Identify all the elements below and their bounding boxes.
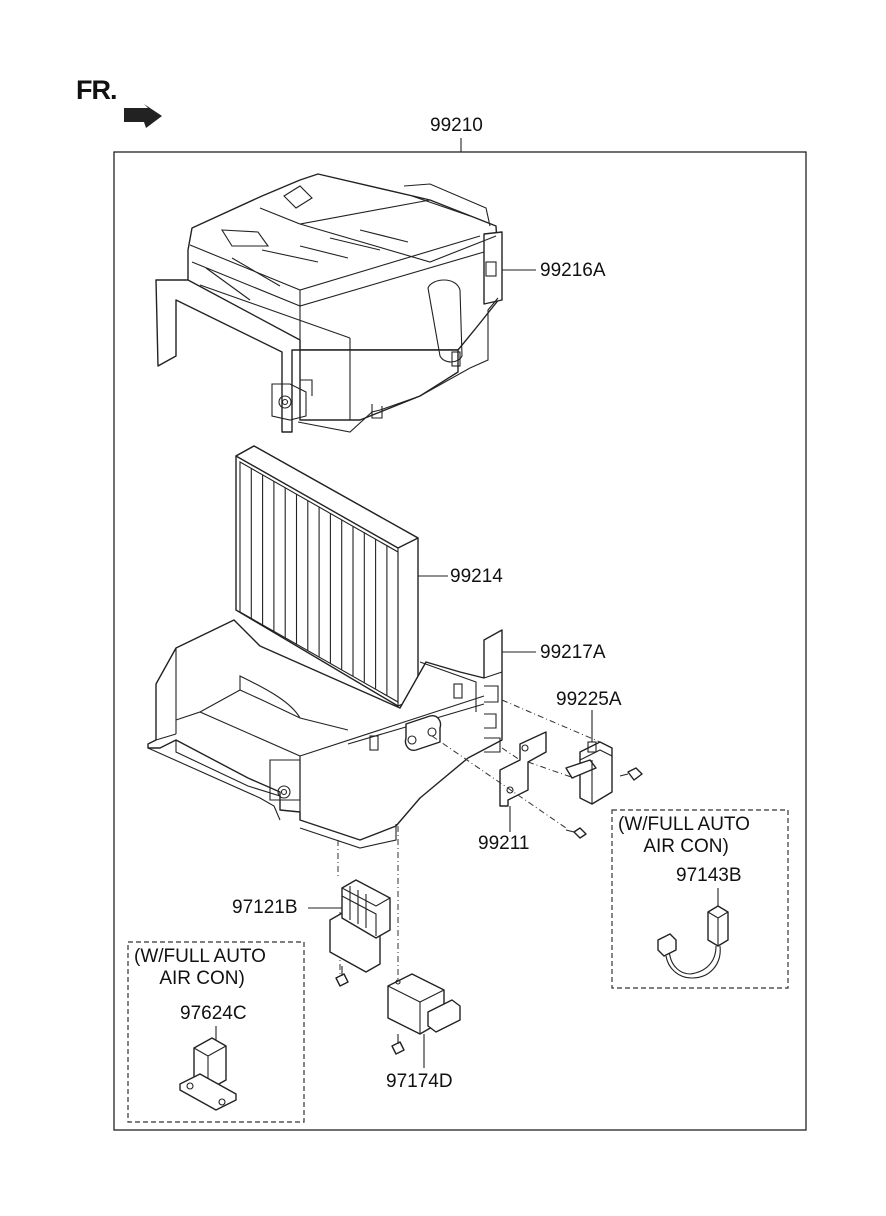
right-option-box <box>611 809 789 989</box>
left-option-box <box>127 941 305 1123</box>
left-option-note: (W/FULL AUTO AIR CON) <box>134 946 266 989</box>
sensor-part-number: 97143B <box>676 865 742 886</box>
front-arrow-icon <box>124 104 162 128</box>
filter-part-number: 99214 <box>450 566 503 587</box>
upper-case-drawing <box>155 173 503 433</box>
front-marker-label: FR. <box>76 75 117 105</box>
resistor-drawing <box>329 879 391 987</box>
lower-case-part-number: 99217A <box>540 642 606 663</box>
assembly-part-number: 99210 <box>430 115 483 136</box>
right-option-note: (W/FULL AUTO AIR CON) <box>618 814 750 857</box>
resistor-part-number: 97121B <box>232 897 298 918</box>
actuator-part-number: 99225A <box>556 689 622 710</box>
upper-case-part-number: 99216A <box>540 260 606 281</box>
filter-drawing <box>235 445 419 707</box>
power-transistor-drawing <box>179 1037 237 1111</box>
assembly-dashed-lines <box>337 699 601 988</box>
module-part-number: 97174D <box>386 1071 453 1092</box>
actuator-drawing <box>565 741 643 805</box>
assembly-frame <box>113 151 807 1131</box>
power-transistor-part-number: 97624C <box>180 1003 247 1024</box>
bracket-part-number: 99211 <box>478 833 530 854</box>
bracket-drawing <box>499 731 587 839</box>
module-drawing <box>387 973 461 1055</box>
sensor-drawing <box>657 905 729 979</box>
